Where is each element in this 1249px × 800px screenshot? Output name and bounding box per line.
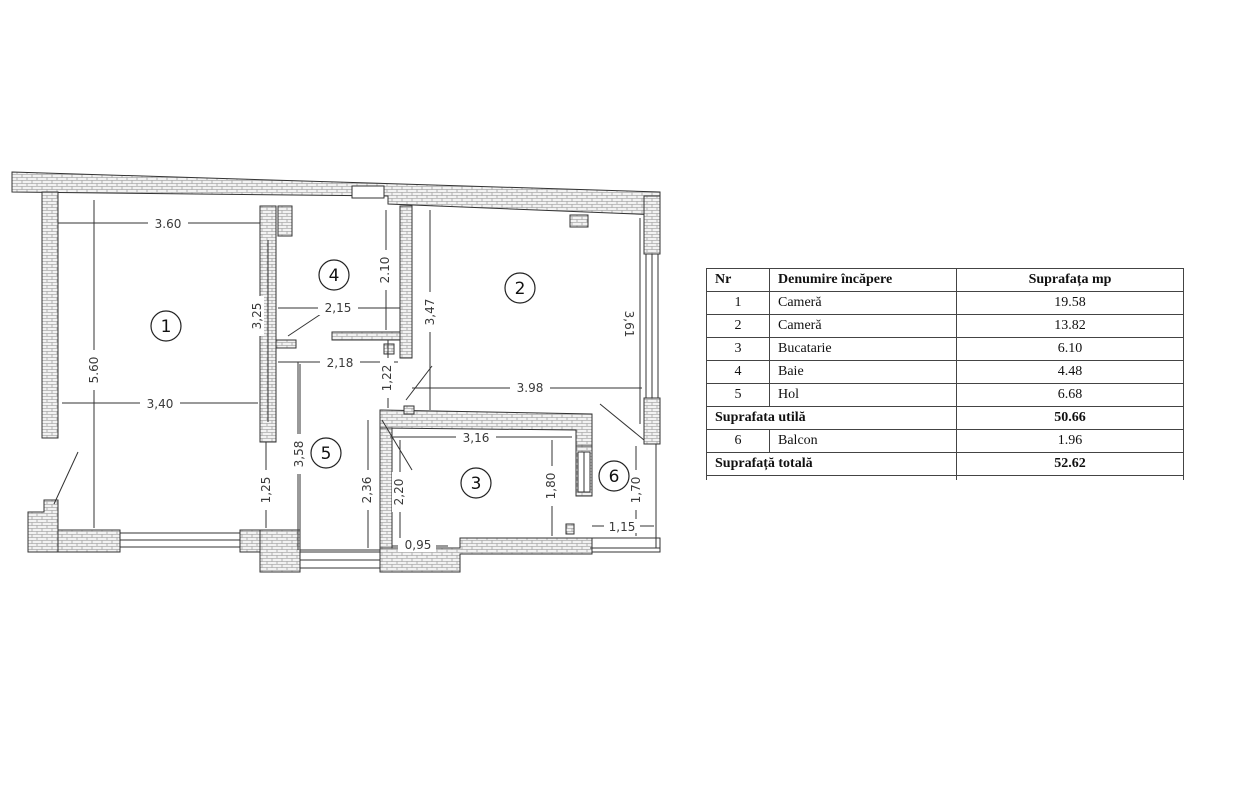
dim-room2-left-height: 3,47 xyxy=(423,299,437,326)
dim-room2-right-height: 3,61 xyxy=(622,311,636,338)
dim-hall-height: 3,58 xyxy=(292,441,306,468)
cell-name: Cameră xyxy=(769,314,957,338)
table-header-row: Nr Denumire încăpere Suprafața mp xyxy=(706,268,1184,292)
cell-nr: 1 xyxy=(706,291,770,315)
cell-name: Cameră xyxy=(769,291,957,315)
dim-room1-width-bottom: 3,40 xyxy=(147,397,174,411)
dim-balcony-width: 1,15 xyxy=(609,520,636,534)
openings xyxy=(119,185,659,569)
dimension-labels: 3.60 5.60 3,40 3,25 2,15 2.10 2,18 1,22 … xyxy=(87,216,643,552)
dim-room1-height: 5.60 xyxy=(87,357,101,384)
dim-hall-lower: 2,36 xyxy=(360,477,374,504)
table-row: 5 Hol 6.68 xyxy=(706,383,1184,407)
cell-area: 13.82 xyxy=(956,314,1184,338)
room-number-6: 6 xyxy=(609,467,620,487)
table-row: 4 Baie 4.48 xyxy=(706,360,1184,384)
table-row: 1 Cameră 19.58 xyxy=(706,291,1184,315)
walls xyxy=(11,171,661,573)
table-tail xyxy=(706,475,1184,480)
dim-room1-width-top: 3.60 xyxy=(155,217,182,231)
tail-left xyxy=(706,475,957,480)
cell-nr: 5 xyxy=(706,383,770,407)
cell-area: 4.48 xyxy=(956,360,1184,384)
interior-lines xyxy=(53,311,660,551)
dim-door-width: 1,25 xyxy=(259,477,273,504)
cell-nr: 3 xyxy=(706,337,770,361)
cell-name: Hol xyxy=(769,383,957,407)
header-area: Suprafața mp xyxy=(956,268,1184,292)
table-row: 3 Bucatarie 6.10 xyxy=(706,337,1184,361)
tail-right xyxy=(956,475,1184,480)
cell-nr: 6 xyxy=(706,429,770,453)
room-area-table: Nr Denumire încăpere Suprafața mp 1 Came… xyxy=(706,268,1184,480)
dim-kitchen-width: 3,16 xyxy=(463,431,490,445)
dim-hall-step: 1,22 xyxy=(380,365,394,392)
dim-hall-width: 2,18 xyxy=(327,356,354,370)
dim-kitchen-height: 1,80 xyxy=(544,473,558,500)
dimension-lines xyxy=(58,200,654,548)
room-number-1: 1 xyxy=(161,317,172,337)
dim-kitchen-left: 2,20 xyxy=(392,479,406,506)
dim-room4-width: 2,15 xyxy=(325,301,352,315)
cell-area: 19.58 xyxy=(956,291,1184,315)
useful-area-value: 50.66 xyxy=(956,406,1184,430)
cell-nr: 4 xyxy=(706,360,770,384)
cell-name: Bucatarie xyxy=(769,337,957,361)
dim-room2-width: 3.98 xyxy=(517,381,544,395)
header-room-name: Denumire încăpere xyxy=(769,268,957,292)
cell-name: Balcon xyxy=(769,429,957,453)
cell-area: 1.96 xyxy=(956,429,1184,453)
floor-plan: 3.60 5.60 3,40 3,25 2,15 2.10 2,18 1,22 … xyxy=(11,171,661,573)
table-row: 2 Cameră 13.82 xyxy=(706,314,1184,338)
room-labels xyxy=(150,259,630,499)
room-number-5: 5 xyxy=(321,444,332,464)
balcony-row: 6 Balcon 1.96 xyxy=(706,429,1184,453)
useful-area-label: Suprafata utilă xyxy=(706,406,957,430)
room-number-4: 4 xyxy=(329,266,340,286)
dim-kitchen-door: 0,95 xyxy=(405,538,432,552)
dim-room4-height: 2.10 xyxy=(378,257,392,284)
cell-area: 6.10 xyxy=(956,337,1184,361)
header-nr: Nr xyxy=(706,268,770,292)
cell-nr: 2 xyxy=(706,314,770,338)
total-area-row: Suprafață totală 52.62 xyxy=(706,452,1184,476)
cell-area: 6.68 xyxy=(956,383,1184,407)
total-area-value: 52.62 xyxy=(956,452,1184,476)
dim-balcony-height: 1,70 xyxy=(629,477,643,504)
useful-area-row: Suprafata utilă 50.66 xyxy=(706,406,1184,430)
cell-name: Baie xyxy=(769,360,957,384)
total-area-label: Suprafață totală xyxy=(706,452,957,476)
room-number-2: 2 xyxy=(515,279,526,299)
room-number-3: 3 xyxy=(471,474,482,494)
dim-room1-partition: 3,25 xyxy=(250,303,264,330)
